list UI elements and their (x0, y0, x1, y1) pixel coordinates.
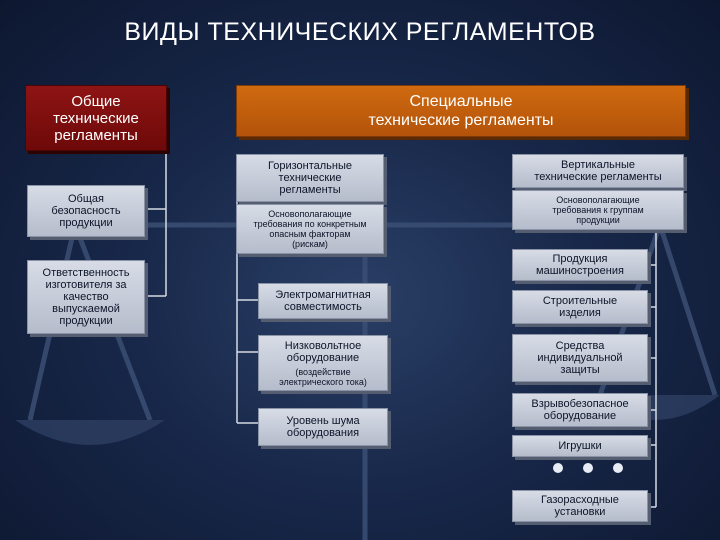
dot-icon (613, 463, 623, 473)
ellipsis-dots (553, 461, 623, 475)
horizontal-item-noise: Уровень шума оборудования (258, 408, 388, 446)
horizontal-item-low-voltage: Низковольтное оборудование (воздействие … (258, 335, 388, 391)
horizontal-note-box: Основополагающие требования по конкретны… (236, 204, 384, 254)
special-header-line: технические регламенты (368, 112, 554, 129)
item-note-line: (воздействие (295, 366, 351, 377)
horizontal-header-line: технические (278, 172, 342, 184)
vertical-note-line: Основополагающие (556, 195, 640, 205)
item-line: Уровень шума (286, 415, 360, 427)
horizontal-header-line: регламенты (279, 184, 341, 196)
item-line: Продукция (552, 253, 608, 265)
horizontal-item-emc: Электромагнитная совместимость (258, 283, 388, 319)
general-regulations-box: Общие технические регламенты (25, 85, 167, 151)
item-line: защиты (560, 364, 600, 376)
item-line: Средства (555, 340, 605, 352)
item-line: выпускаемой (52, 303, 120, 315)
vertical-item-explosion-proof: Взрывобезопасное оборудование (512, 393, 648, 427)
item-line: качество (63, 291, 109, 303)
item-note-line: электрического тока) (279, 376, 367, 387)
general-item-responsibility: Ответственность изготовителя за качество… (27, 260, 145, 334)
item-line: индивидуальной (537, 352, 623, 364)
general-header-line: технические (53, 109, 139, 127)
item-line: Общая (68, 193, 104, 205)
horizontal-regulations-box: Горизонтальные технические регламенты (236, 154, 384, 202)
special-regulations-box: Специальные технические регламенты (236, 85, 686, 137)
item-line: продукции (59, 217, 113, 229)
item-line: оборудование (286, 351, 360, 364)
dot-icon (553, 463, 563, 473)
item-line: Ответственность (42, 267, 130, 279)
item-line: безопасность (51, 205, 121, 217)
item-line: продукции (59, 315, 113, 327)
horizontal-note-line: требования по конкретным (253, 219, 367, 229)
general-item-safety: Общая безопасность продукции (27, 185, 145, 237)
vertical-note-line: продукции (576, 215, 620, 225)
item-line: Газорасходные (541, 494, 619, 506)
item-line: Строительные (542, 295, 618, 307)
item-line: машиностроения (536, 265, 624, 277)
vertical-header-line: технические регламенты (534, 171, 662, 183)
vertical-note-line: требования к группам (552, 205, 644, 215)
item-line: Игрушки (558, 440, 602, 452)
horizontal-note-line: опасным факторам (269, 229, 351, 239)
general-header-line: Общие (71, 92, 121, 110)
special-header-line: Специальные (409, 93, 513, 110)
item-line: оборудования (286, 427, 360, 439)
item-line: изделия (559, 307, 601, 319)
item-line: оборудование (543, 410, 617, 422)
item-line: установки (554, 506, 606, 518)
horizontal-header-line: Горизонтальные (268, 160, 352, 172)
vertical-header-line: Вертикальные (561, 159, 635, 171)
item-line: Взрывобезопасное (531, 398, 629, 410)
dot-icon (583, 463, 593, 473)
item-line: Электромагнитная (275, 289, 371, 301)
general-header-line: регламенты (54, 126, 138, 144)
horizontal-note-line: Основополагающие (268, 209, 352, 219)
item-line: изготовителя за (45, 279, 127, 291)
vertical-note-box: Основополагающие требования к группам пр… (512, 190, 684, 230)
vertical-item-toys: Игрушки (512, 435, 648, 457)
item-line: Низковольтное (284, 339, 362, 352)
vertical-item-ppe: Средства индивидуальной защиты (512, 334, 648, 382)
item-line: совместимость (284, 301, 362, 313)
page-title: ВИДЫ ТЕХНИЧЕСКИХ РЕГЛАМЕНТОВ (124, 18, 596, 46)
vertical-regulations-box: Вертикальные технические регламенты (512, 154, 684, 188)
vertical-item-machinery: Продукция машиностроения (512, 249, 648, 281)
horizontal-note-line: (рискам) (292, 239, 328, 249)
vertical-item-construction: Строительные изделия (512, 290, 648, 324)
vertical-item-gas: Газорасходные установки (512, 490, 648, 522)
